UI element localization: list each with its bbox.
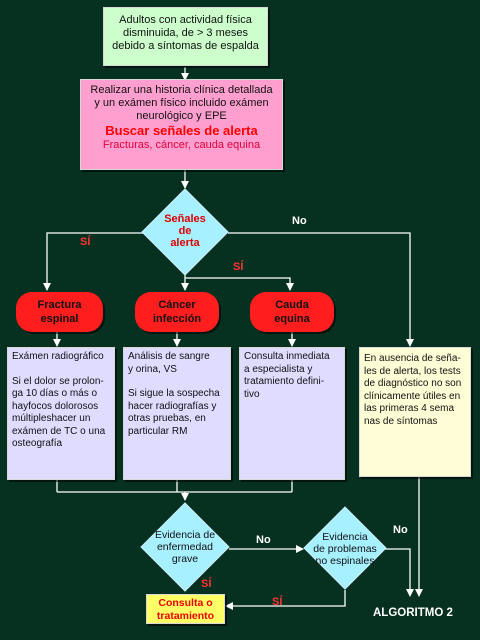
alert-subtitle: Fracturas, cáncer, cauda equina [102,139,261,151]
box-fractura-line-4: ga 10 días o más o [12,388,98,399]
history-line-1: Realizar una historia clínica detallada [90,84,273,96]
box-cancer: Análisis de sangre y orina, VS Si sigue … [123,347,231,480]
decision-alert-line-3: alerta [170,237,200,249]
box-cauda-line-3: tratamiento defini- [244,376,325,387]
box-fractura-line-2 [12,364,110,376]
box-cauda-line-1: Consulta inmediata [244,351,330,362]
history-line-3: neurológico y EPE [136,110,227,122]
label-no-mid: No [256,534,271,546]
pill-cancer-line-2: infección [152,313,202,325]
box-ausencia-line-4: clínicamente útiles en [364,390,461,402]
consulta-line-2: tratamiento [156,609,215,622]
box-cauda: Consulta inmediata a especialista y trat… [239,347,345,480]
pill-fractura-line-1: Fractura [37,299,82,311]
alert-title: Buscar señales de alerta [105,123,258,138]
decision-grave: Evidencia de enfermedad grave [145,529,225,565]
decision-grave-line-2: enfermedad [156,541,214,553]
label-no-top: No [292,215,307,227]
history-box: Realizar una historia clínica detallada … [80,79,283,170]
pill-cancer: Cáncer infección [135,292,219,332]
decision-alert-line-1: Señales [164,213,206,225]
pill-fractura-line-2: espinal [40,313,79,325]
decision-grave-line-1: Evidencia de [154,529,216,541]
box-cancer-line-7: particular RM [128,425,188,437]
start-line-3: debido a síntomas de espalda [112,40,259,52]
box-fractura-line-1: Exámen radiográfico [12,351,104,362]
label-si-bottom2: SÍ [272,596,283,608]
label-si-mid: SÍ [233,261,244,273]
box-ausencia-line-5: las primeras 4 sema [364,403,455,414]
label-si-bottom: SÍ [201,578,212,590]
box-fractura-line-7: exámen de TC o una [12,425,106,437]
start-line-2: disminuida, de > 3 meses [122,27,249,39]
pill-fractura: Fractura espinal [16,292,103,332]
box-fractura-line-3: Si el dolor se prolon- [12,375,104,387]
box-fractura-line-6: múltipleshacer un [12,413,91,424]
box-ausencia: En ausencia de seña- les de alerta, los … [359,347,471,477]
box-cancer-line-6: otras pruebas, en [128,413,206,424]
start-line-1: Adultos con actividad física [119,14,252,26]
label-si-left: SÍ [80,236,91,248]
box-ausencia-line-6: nas de síntomas [364,415,438,427]
decision-noespinal-line-1: Evidencia [322,531,368,543]
footer-label: ALGORITMO 2 [373,607,453,619]
box-cancer-line-1: Análisis de sangre [128,351,210,362]
decision-noespinal: Evidencia de problemas no espinales [305,531,385,567]
decision-alert-line-2: de [178,225,192,237]
box-fractura-line-8: osteografía [12,438,63,449]
decision-noespinal-shape [303,506,387,590]
pill-cauda-line-2: equina [274,313,310,325]
box-cancer-line-2: y orina, VS [128,363,177,375]
box-cauda-line-2: a especialista y [244,363,313,375]
box-cancer-line-4: Si sigue la sospecha [128,388,220,399]
consulta-box: Consulta o tratamiento [146,594,225,624]
pill-cauda: Cauda equina [250,292,334,332]
decision-noespinal-line-2: de problemas [313,543,377,555]
box-cancer-line-3 [128,376,226,388]
box-ausencia-line-3: de diagnóstico no son [364,378,462,389]
history-line-2: y un exámen físico incluido exámen [94,97,269,109]
label-no-right: No [393,524,408,536]
decision-grave-line-3: grave [171,553,199,565]
decision-grave-shape [140,502,230,592]
pill-cauda-line-1: Cauda [275,299,309,311]
start-box: Adultos con actividad física disminuida,… [103,7,268,66]
decision-noespinal-line-3: no espinales [315,555,375,567]
decision-alert: Señales de alerta [150,213,220,249]
box-ausencia-line-2: les de alerta, los tests [364,365,461,377]
box-cancer-line-5: hacer radiografías y [128,400,217,412]
box-fractura: Exámen radiográfico Si el dolor se prolo… [7,347,115,480]
decision-alert-shape [141,188,229,276]
consulta-line-1: Consulta o [158,597,213,609]
box-fractura-line-5: hayfocos dolorosos [12,400,99,412]
box-cauda-line-4: tivo [244,388,260,400]
pill-cancer-line-1: Cáncer [158,299,196,311]
box-ausencia-line-1: En ausencia de seña- [364,353,461,364]
